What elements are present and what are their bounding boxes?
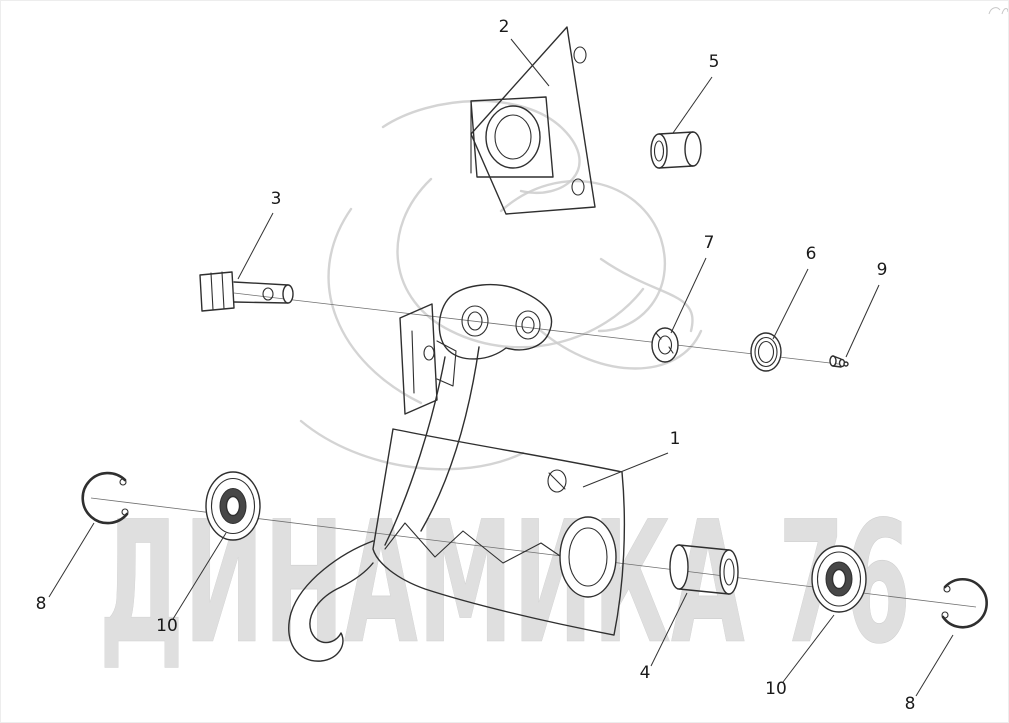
part-9-grease-fitting [829,355,849,368]
leader-lines [48,38,954,697]
part-4-bushing-lower [669,544,739,595]
part-5-bushing-upper [650,131,702,169]
part-7-washer [651,327,679,363]
part-label-4: 4 [640,663,651,683]
part-label-10-right: 10 [765,679,787,699]
part-8-snap-ring-right [941,577,988,629]
part-label-6: 6 [806,244,817,264]
part-label-5: 5 [709,52,720,72]
part-label-7: 7 [704,233,715,253]
part-labels: 2 5 3 7 6 9 1 8 10 4 10 8 [36,17,916,714]
lever-clevis [384,283,553,546]
part-10-bearing-right [811,545,867,613]
part-3-bolt [199,271,294,312]
part-label-9: 9 [877,260,888,280]
part-label-8-left: 8 [36,594,47,614]
part-label-10-left: 10 [156,616,178,636]
part-2-bracket-plate [470,26,596,215]
part-10-bearing-left [205,471,261,541]
part-label-1: 1 [670,429,681,449]
part-label-2: 2 [499,17,510,37]
part-label-3: 3 [271,189,282,209]
part-1-body [288,428,626,662]
watermark-swirl [299,99,703,471]
axis-line-upper [233,292,848,366]
corner-mark [988,7,1008,15]
part-6-ring [750,332,782,372]
part-label-8-right: 8 [905,694,916,714]
part-8-snap-ring-left [81,471,129,525]
